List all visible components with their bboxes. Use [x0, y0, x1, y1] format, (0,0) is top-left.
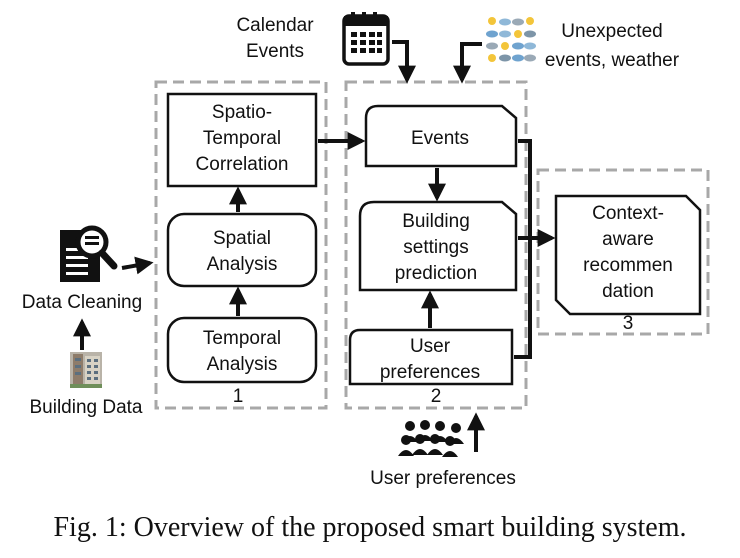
arrow-cleaning-to-analysis [121, 256, 154, 275]
unexpected-events-label-2: events, weather [545, 50, 680, 71]
temporal-analysis-label-1: Temporal [203, 328, 281, 349]
events-node [364, 104, 518, 168]
spatio-temporal-label-3: Correlation [196, 154, 289, 175]
context-aware-label-2: aware [602, 229, 654, 250]
temporal-analysis-node [166, 316, 318, 384]
calendar-events-label-1: Calendar [236, 15, 314, 36]
arrow-calendar-to-events [392, 40, 416, 84]
context-aware-label-1: Context- [592, 203, 664, 224]
spatio-temporal-correlation-node [166, 92, 318, 188]
spatial-analysis-node [166, 212, 318, 288]
people-group-icon [398, 420, 464, 457]
group-3-number: 3 [623, 313, 634, 334]
group-2-box [344, 80, 528, 410]
unexpected-events-label-1: Unexpected [561, 21, 662, 42]
building-settings-label-2: settings [403, 237, 468, 258]
building-settings-label-1: Building [402, 211, 470, 232]
context-aware-label-4: dation [602, 281, 654, 302]
calendar-events-label-2: Events [246, 41, 304, 62]
weather-grid-icon [486, 17, 536, 62]
arrow-unexpected-to-events [453, 42, 482, 84]
group-2-number: 2 [431, 386, 442, 407]
building-data-label: Building Data [29, 397, 142, 418]
context-aware-recommendation-node [554, 194, 702, 316]
user-preferences-node-label-2: preferences [380, 362, 480, 383]
calendar-icon [342, 12, 390, 66]
group-1-box [154, 80, 328, 410]
building-photo-icon [70, 352, 102, 388]
data-cleaning-label: Data Cleaning [22, 292, 142, 313]
user-preferences-input-label: User preferences [370, 468, 516, 489]
user-preferences-node [348, 328, 514, 386]
spatio-temporal-label-2: Temporal [203, 128, 281, 149]
merge-connector-bar [514, 139, 532, 359]
context-aware-label-3: recommen [583, 255, 673, 276]
group-3-box [536, 168, 710, 336]
events-label: Events [411, 128, 469, 149]
building-settings-prediction-node [358, 200, 518, 292]
user-preferences-node-label-1: User [410, 336, 451, 357]
building-settings-label-3: prediction [395, 263, 477, 284]
group-1-number: 1 [233, 386, 244, 407]
spatio-temporal-label-1: Spatio- [212, 102, 272, 123]
figure-caption: Fig. 1: Overview of the proposed smart b… [53, 512, 686, 543]
document-search-icon [60, 225, 118, 282]
spatial-analysis-label-1: Spatial [213, 228, 271, 249]
temporal-analysis-label-2: Analysis [207, 354, 278, 375]
spatial-analysis-label-2: Analysis [207, 254, 278, 275]
